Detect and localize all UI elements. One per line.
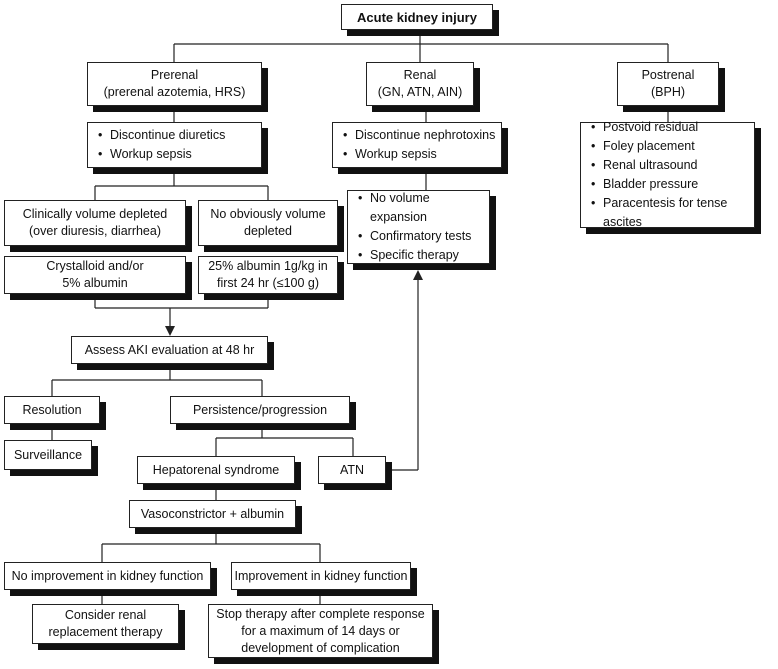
renal-box: Renal (GN, ATN, AIN) <box>366 62 474 106</box>
rrt-box: Consider renal replacement therapy <box>32 604 179 644</box>
renal-detail: (GN, ATN, AIN) <box>377 85 463 99</box>
prerenal-label: Prerenal <box>150 68 199 82</box>
postrenal-actions-box: Postvoid residual Foley placement Renal … <box>580 118 755 229</box>
prerenal-box: Prerenal (prerenal azotemia, HRS) <box>87 62 262 106</box>
atn-text: ATN <box>339 462 365 477</box>
renal-actions-box: Discontinue nephrotoxins Workup sepsis <box>332 122 502 168</box>
no-improvement-box: No improvement in kidney function <box>4 562 211 590</box>
list-item: Confirmatory tests <box>358 227 489 246</box>
volume-depleted-line2: (over diuresis, diarrhea) <box>29 224 161 238</box>
volume-depleted-box: Clinically volume depleted (over diuresi… <box>4 200 186 246</box>
prerenal-detail: (prerenal azotemia, HRS) <box>103 85 246 99</box>
crystalloid-line2: 5% albumin <box>62 276 128 290</box>
albumin-line2: first 24 hr (≤100 g) <box>216 276 320 290</box>
list-item: Specific therapy <box>358 246 489 265</box>
not-depleted-line1: No obviously volume <box>210 207 326 221</box>
title-text: Acute kidney injury <box>357 9 477 25</box>
postrenal-detail: (BPH) <box>650 85 686 99</box>
list-item: Discontinue diuretics <box>98 126 225 145</box>
albumin-box: 25% albumin 1g/kg in first 24 hr (≤100 g… <box>198 256 338 294</box>
persistence-text: Persistence/progression <box>192 402 328 417</box>
stop-line1: Stop therapy after complete response <box>216 606 425 621</box>
acute-kidney-injury-title: Acute kidney injury <box>341 4 493 30</box>
vasoconstrictor-text: Vasoconstrictor + albumin <box>140 506 285 521</box>
postrenal-actions-list: Postvoid residual Foley placement Renal … <box>591 118 754 232</box>
postrenal-label: Postrenal <box>641 68 695 82</box>
no-improvement-text: No improvement in kidney function <box>11 568 204 583</box>
improvement-text: Improvement in kidney function <box>234 568 408 583</box>
renal-next-box: No volume expansion Confirmatory tests S… <box>347 189 490 265</box>
list-item: Workup sepsis <box>98 145 225 164</box>
rrt-line1: Consider renal <box>64 608 147 622</box>
stop-line2: for a maximum of 14 days or <box>241 623 400 638</box>
list-item: Postvoid residual <box>591 118 754 137</box>
surveillance-box: Surveillance <box>4 440 92 470</box>
list-item: Renal ultrasound <box>591 156 754 175</box>
renal-next-list: No volume expansion Confirmatory tests S… <box>358 189 489 265</box>
assess-text: Assess AKI evaluation at 48 hr <box>84 342 255 357</box>
renal-label: Renal <box>403 68 437 82</box>
resolution-box: Resolution <box>4 396 100 424</box>
not-depleted-box: No obviously volume depleted <box>198 200 338 246</box>
stop-line3: development of complication <box>241 640 400 655</box>
stop-therapy-box: Stop therapy after complete response for… <box>208 604 433 658</box>
surveillance-text: Surveillance <box>13 447 83 462</box>
list-item: Bladder pressure <box>591 175 754 194</box>
list-item: No volume expansion <box>358 189 489 227</box>
volume-depleted-line1: Clinically volume depleted <box>22 207 168 221</box>
list-item: Paracentesis for tense ascites <box>591 194 754 232</box>
rrt-line2: replacement therapy <box>48 625 163 639</box>
crystalloid-line1: Crystalloid and/or <box>46 259 144 273</box>
postrenal-box: Postrenal (BPH) <box>617 62 719 106</box>
prerenal-actions-box: Discontinue diuretics Workup sepsis <box>87 122 262 168</box>
persistence-box: Persistence/progression <box>170 396 350 424</box>
prerenal-actions-list: Discontinue diuretics Workup sepsis <box>98 126 225 164</box>
albumin-line1: 25% albumin 1g/kg in <box>208 259 328 273</box>
crystalloid-box: Crystalloid and/or 5% albumin <box>4 256 186 294</box>
list-item: Foley placement <box>591 137 754 156</box>
atn-box: ATN <box>318 456 386 484</box>
improvement-box: Improvement in kidney function <box>231 562 411 590</box>
renal-actions-list: Discontinue nephrotoxins Workup sepsis <box>343 126 495 164</box>
list-item: Discontinue nephrotoxins <box>343 126 495 145</box>
list-item: Workup sepsis <box>343 145 495 164</box>
hrs-box: Hepatorenal syndrome <box>137 456 295 484</box>
hrs-text: Hepatorenal syndrome <box>152 462 280 477</box>
not-depleted-line2: depleted <box>244 224 292 238</box>
assess-box: Assess AKI evaluation at 48 hr <box>71 336 268 364</box>
resolution-text: Resolution <box>22 402 82 417</box>
vasoconstrictor-box: Vasoconstrictor + albumin <box>129 500 296 528</box>
